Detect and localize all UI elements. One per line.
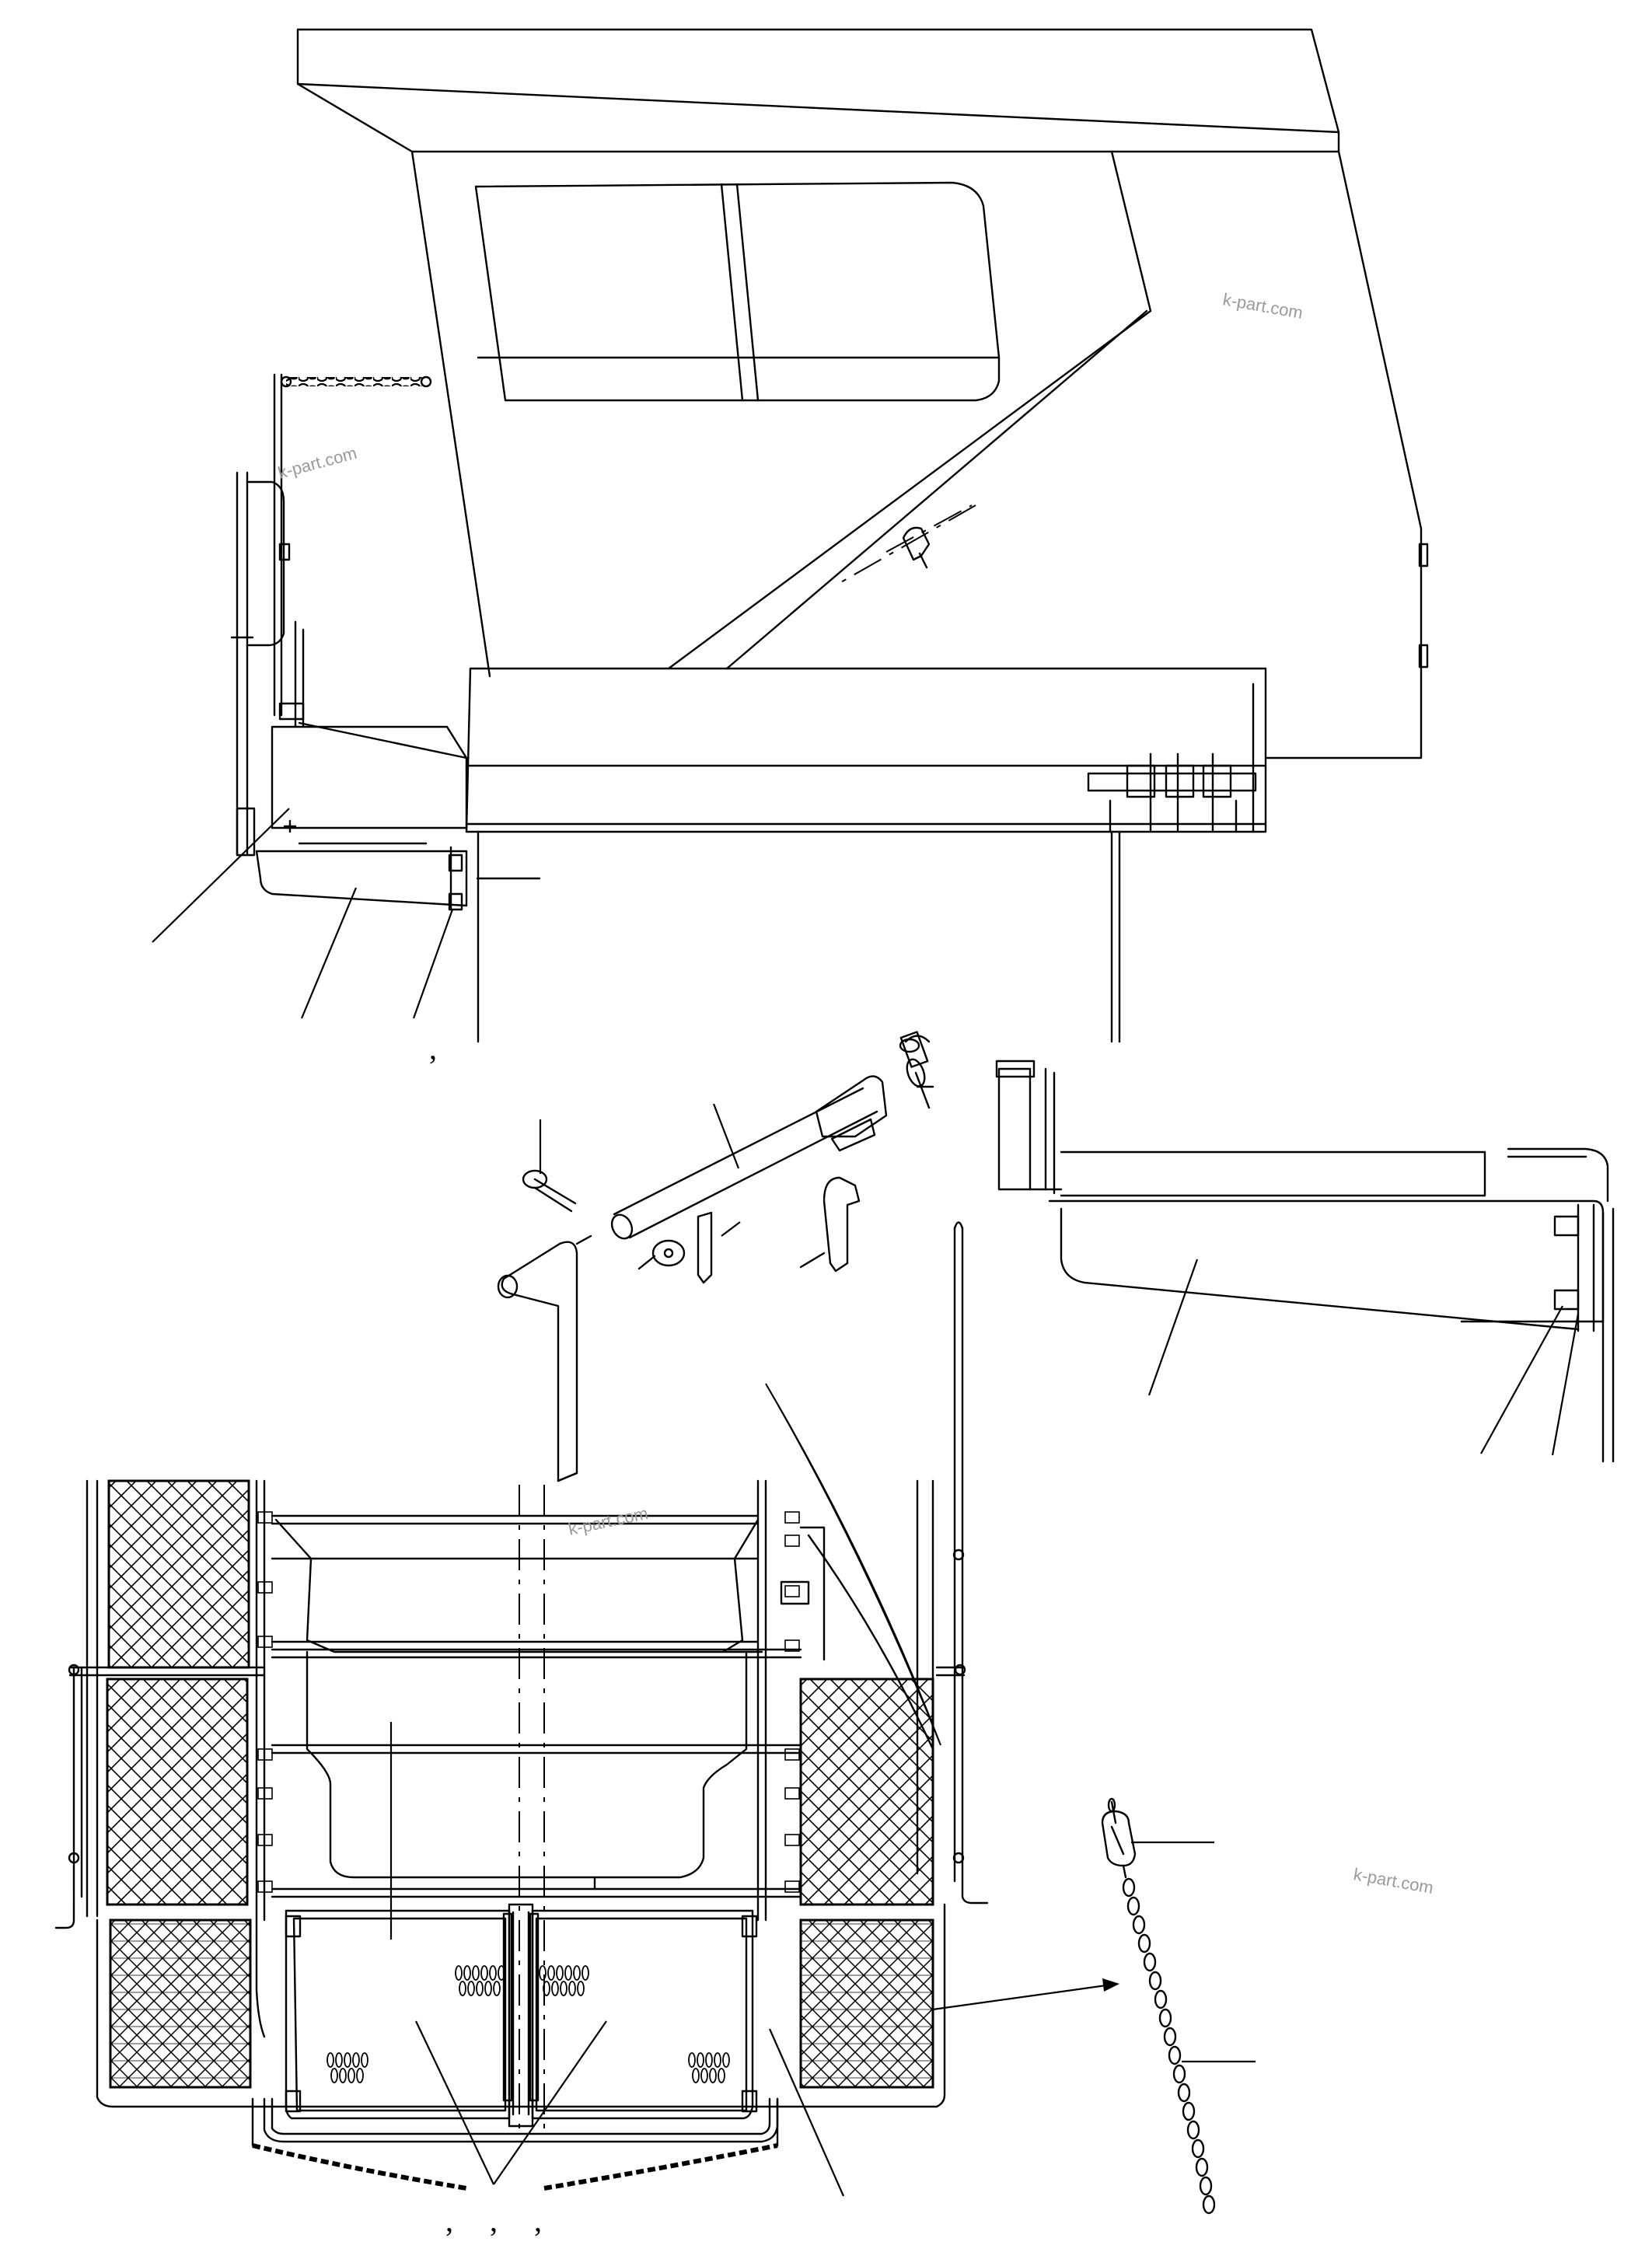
callout-separator: , — [445, 2203, 453, 2238]
handrail — [230, 373, 305, 857]
mesh-panel — [106, 1678, 249, 1906]
callout-separator: , — [429, 1031, 437, 1066]
chain-links — [1122, 1877, 1216, 2215]
mesh-panel — [107, 1479, 250, 1669]
pin-assembly — [497, 505, 976, 1482]
watermark: k-part.com — [567, 1503, 650, 1539]
step-detail — [995, 1060, 1615, 1463]
mesh-panel — [799, 1678, 934, 1906]
cab-side-view: , k-part.com k-part.com — [152, 28, 1429, 1066]
vent-holes — [327, 1965, 730, 2083]
door-chain — [252, 2143, 778, 2191]
cab-chain — [286, 377, 422, 386]
callout-separator: , — [534, 2203, 542, 2238]
lower-doors — [285, 1903, 758, 2128]
mesh-panel — [799, 1919, 934, 2089]
callout-separator: , — [490, 2203, 498, 2238]
chain-detail: k-part.com — [1101, 1797, 1435, 2215]
plan-view: , , , k-part.com — [54, 1221, 1119, 2238]
bolt-row-left — [257, 1511, 800, 1893]
mesh-panel — [109, 1919, 252, 2089]
side-rails — [54, 1221, 989, 1929]
watermark: k-part.com — [1221, 289, 1304, 323]
watermark: k-part.com — [276, 443, 359, 483]
hinge-cluster — [1087, 752, 1257, 833]
watermark: k-part.com — [1352, 1864, 1435, 1898]
